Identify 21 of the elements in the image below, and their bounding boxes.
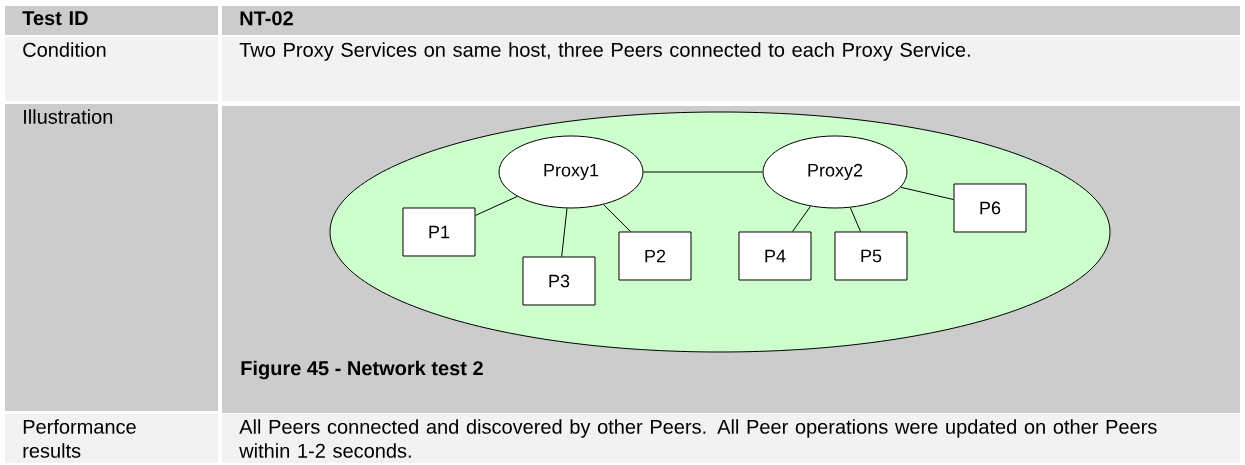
peer-box: P2 bbox=[618, 231, 692, 281]
table-cell: Condition bbox=[5, 37, 218, 101]
table-cell: All Peers connected and discovered by other Peers. All Peer operations were updated on other Peers within 1-2 seconds. bbox=[222, 414, 1240, 463]
connector-line bbox=[849, 207, 861, 232]
table-cell: Two Proxy Services on same host, three Peers connected to each Proxy Service. bbox=[222, 37, 1240, 101]
peer-box: P6 bbox=[953, 183, 1027, 233]
connector-line bbox=[900, 186, 954, 201]
peer-box: P4 bbox=[738, 231, 812, 281]
connector-line bbox=[561, 207, 568, 257]
peer-box: P1 bbox=[402, 207, 476, 257]
header-cell: NT-02 bbox=[222, 6, 1240, 35]
table-cell: Illustration bbox=[5, 104, 218, 411]
peer-box: P5 bbox=[834, 231, 908, 281]
connector-line bbox=[603, 204, 631, 232]
table-cell: Performance results bbox=[5, 414, 218, 463]
connector-line bbox=[643, 171, 763, 173]
connector-line bbox=[792, 205, 811, 232]
peer-box: P3 bbox=[522, 256, 596, 306]
figure-caption: Figure 45 - Network test 2 bbox=[241, 360, 483, 380]
connector-line bbox=[475, 195, 518, 216]
header-cell: Test ID bbox=[5, 6, 218, 35]
